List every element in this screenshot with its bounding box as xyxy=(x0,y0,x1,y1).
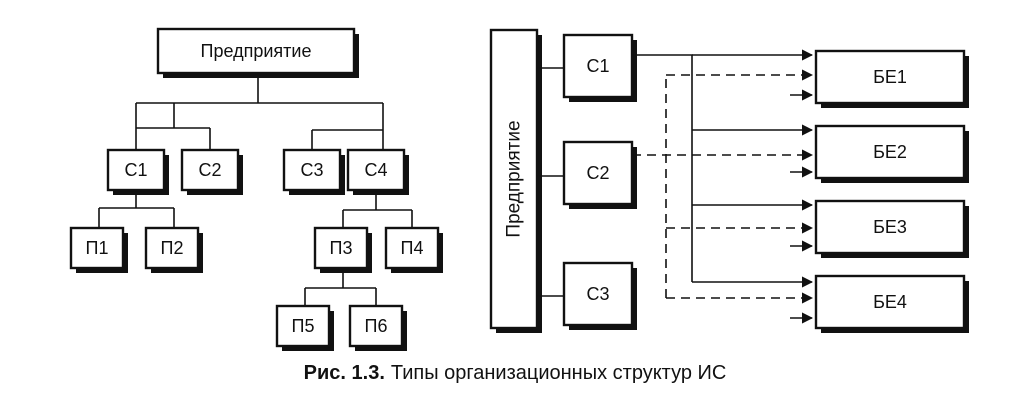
matrix-diagram: Предприятие С1 С2 С3 БЕ1 xyxy=(489,28,969,333)
figure-number: Рис. 1.3. xyxy=(303,362,385,384)
node-p4: П4 xyxy=(384,226,443,273)
node-c1-label: С1 xyxy=(124,160,147,180)
node-c4-label: С4 xyxy=(364,160,387,180)
node-c4: С4 xyxy=(346,148,409,195)
matrix-division-c1-label: С1 xyxy=(586,56,609,76)
node-enterprise-label: Предприятие xyxy=(201,41,312,61)
figure-caption: Рис. 1.3.Типы организационных структур И… xyxy=(0,362,1030,385)
secondary-arrowheads xyxy=(790,89,814,324)
hierarchy-connectors xyxy=(98,78,413,306)
enterprise-connectors xyxy=(537,67,564,297)
matrix-division-c3-label: С3 xyxy=(586,284,609,304)
business-unit-be2-label: БЕ2 xyxy=(873,142,907,162)
node-p6-label: П6 xyxy=(365,316,388,336)
matrix-division-c2-label: С2 xyxy=(586,163,609,183)
matrix-division-c1: С1 xyxy=(562,33,637,102)
node-p3: П3 xyxy=(313,226,372,273)
node-c2-label: С2 xyxy=(198,160,221,180)
node-c3: С3 xyxy=(282,148,345,195)
matrix-division-c3: С3 xyxy=(562,261,637,330)
node-p2-label: П2 xyxy=(161,238,184,258)
node-p3-label: П3 xyxy=(330,238,353,258)
node-c2: С2 xyxy=(180,148,243,195)
c3-dashed-links xyxy=(665,69,814,304)
node-p1-label: П1 xyxy=(86,238,109,258)
node-p5: П5 xyxy=(275,304,334,351)
business-unit-be4: БЕ4 xyxy=(814,274,969,333)
business-unit-be4-label: БЕ4 xyxy=(873,292,907,312)
node-p2: П2 xyxy=(144,226,203,273)
node-c1: С1 xyxy=(106,148,169,195)
matrix-enterprise-label: Предприятие xyxy=(504,120,525,237)
business-unit-be3-label: БЕ3 xyxy=(873,217,907,237)
node-p1: П1 xyxy=(69,226,128,273)
matrix-division-c2: С2 xyxy=(562,140,637,209)
business-unit-be2: БЕ2 xyxy=(814,124,969,183)
node-p4-label: П4 xyxy=(401,238,424,258)
hierarchy-diagram: Предприятие С1 С2 С3 С4 П1 xyxy=(69,27,443,351)
business-unit-be1-label: БЕ1 xyxy=(873,67,907,87)
business-unit-be1: БЕ1 xyxy=(814,49,969,108)
c1-solid-links xyxy=(632,49,814,288)
node-p5-label: П5 xyxy=(292,316,315,336)
matrix-enterprise: Предприятие xyxy=(489,28,542,333)
figure-caption-text: Типы организационных структур ИС xyxy=(390,362,727,384)
node-p6: П6 xyxy=(348,304,407,351)
node-enterprise: Предприятие xyxy=(156,27,359,78)
node-c3-label: С3 xyxy=(300,160,323,180)
business-unit-be3: БЕ3 xyxy=(814,199,969,258)
